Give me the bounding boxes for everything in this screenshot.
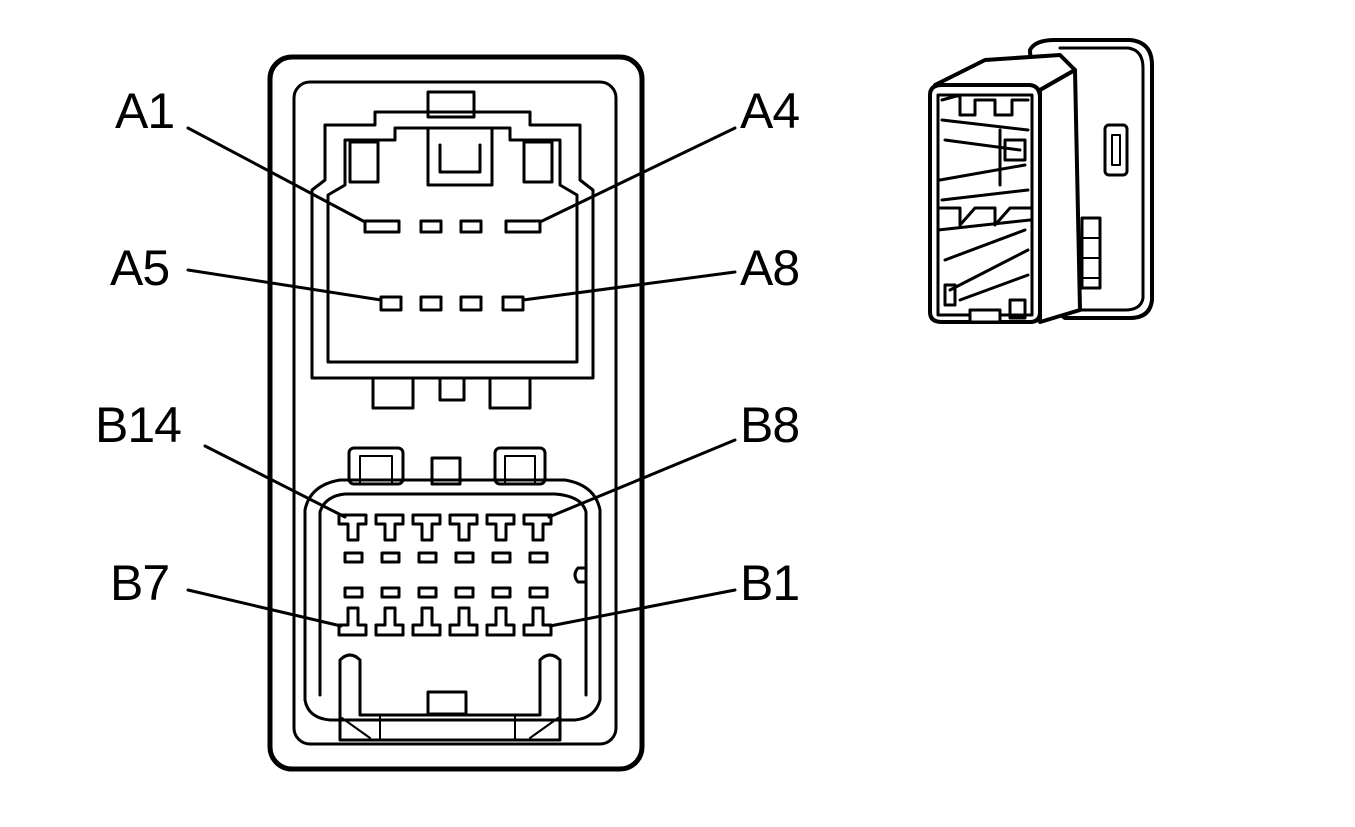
label-b7: B7 xyxy=(110,555,169,611)
b-housing-outline xyxy=(303,478,602,722)
label-a4: A4 xyxy=(740,83,799,139)
label-b8: B8 xyxy=(740,397,799,453)
pin-b6 xyxy=(374,586,405,637)
pin-b10 xyxy=(485,513,516,564)
pin-a3 xyxy=(459,219,483,234)
perspective-upper-cavity xyxy=(938,93,1030,202)
perspective-side-face xyxy=(1038,68,1082,324)
leader-b8 xyxy=(547,438,737,519)
a-housing-center-key-inner xyxy=(438,143,482,174)
pin-b7 xyxy=(337,586,368,637)
leader-b1 xyxy=(548,588,737,628)
label-b14: B14 xyxy=(95,397,181,453)
perspective-rib-lines xyxy=(1081,237,1101,279)
b-housing-bottom-key xyxy=(338,653,562,742)
leader-lines xyxy=(186,126,737,628)
a-housing-bottom-tab-right xyxy=(488,376,532,410)
pin-b11 xyxy=(448,513,479,564)
pin-b5 xyxy=(411,586,442,637)
a-housing-outline xyxy=(310,110,595,380)
a-housing-bottom-tab-left xyxy=(371,376,415,410)
a-row-pins xyxy=(363,219,542,312)
pin-a8 xyxy=(501,295,525,312)
perspective-side-latch-detail xyxy=(1111,134,1121,166)
connector-face-view: A1 A4 A5 A8 B14 B8 B7 B1 xyxy=(95,54,800,772)
pin-a6 xyxy=(419,295,443,312)
perspective-front-inner xyxy=(936,93,1034,317)
pin-b13 xyxy=(374,513,405,564)
connector-perspective-view xyxy=(928,38,1154,324)
a-housing-inner xyxy=(326,126,579,364)
leader-a8 xyxy=(521,270,737,302)
pin-b9 xyxy=(522,513,553,564)
label-a5: A5 xyxy=(110,240,169,296)
a-housing-center-key xyxy=(426,128,494,187)
label-b1: B1 xyxy=(740,555,799,611)
leader-a5 xyxy=(186,268,383,302)
connector-inner-shell xyxy=(292,80,618,746)
label-a8: A8 xyxy=(740,240,799,296)
b-cavity-housing xyxy=(303,446,602,742)
a-housing-right-tower xyxy=(522,140,554,184)
pin-a2 xyxy=(419,219,443,234)
leader-a4 xyxy=(538,126,737,224)
perspective-rear-inner xyxy=(1058,46,1145,312)
pin-b2 xyxy=(522,586,553,637)
perspective-bottom-tab xyxy=(968,308,1002,324)
perspective-front-face xyxy=(928,83,1042,324)
pin-b4 xyxy=(448,586,479,637)
pin-b12 xyxy=(411,513,442,564)
a-cavity-housing xyxy=(310,90,595,410)
pin-a5 xyxy=(379,295,403,312)
a-housing-top-latch xyxy=(426,90,476,119)
label-a1: A1 xyxy=(115,83,174,139)
pin-b3 xyxy=(485,586,516,637)
b-housing-latch-left-inner xyxy=(359,455,393,485)
pin-labels: A1 A4 A5 A8 B14 B8 B7 B1 xyxy=(95,83,800,611)
pin-a4 xyxy=(504,219,542,234)
b-lower-pins xyxy=(337,586,553,637)
a-housing-left-tower xyxy=(348,140,380,184)
a-housing-bottom-tab-center xyxy=(438,376,466,402)
pin-a1 xyxy=(363,219,401,234)
leader-b14 xyxy=(203,444,347,519)
b-housing-bottom-key-inner xyxy=(341,714,559,741)
leader-a1 xyxy=(186,126,367,224)
b-housing-latch-center xyxy=(430,456,462,486)
perspective-side-latch xyxy=(1103,123,1129,177)
b-housing-latch-right-inner xyxy=(504,455,536,485)
b-housing-side-notch xyxy=(573,566,588,584)
b-housing-bottom-tab xyxy=(426,690,468,716)
perspective-lower-cavity xyxy=(936,206,1032,320)
pin-b14 xyxy=(337,513,368,564)
b-upper-pins xyxy=(337,513,553,564)
perspective-side-ribs xyxy=(1080,216,1102,290)
pin-a7 xyxy=(459,295,483,312)
leader-b7 xyxy=(186,588,343,628)
connector-outer-shell xyxy=(267,54,645,772)
